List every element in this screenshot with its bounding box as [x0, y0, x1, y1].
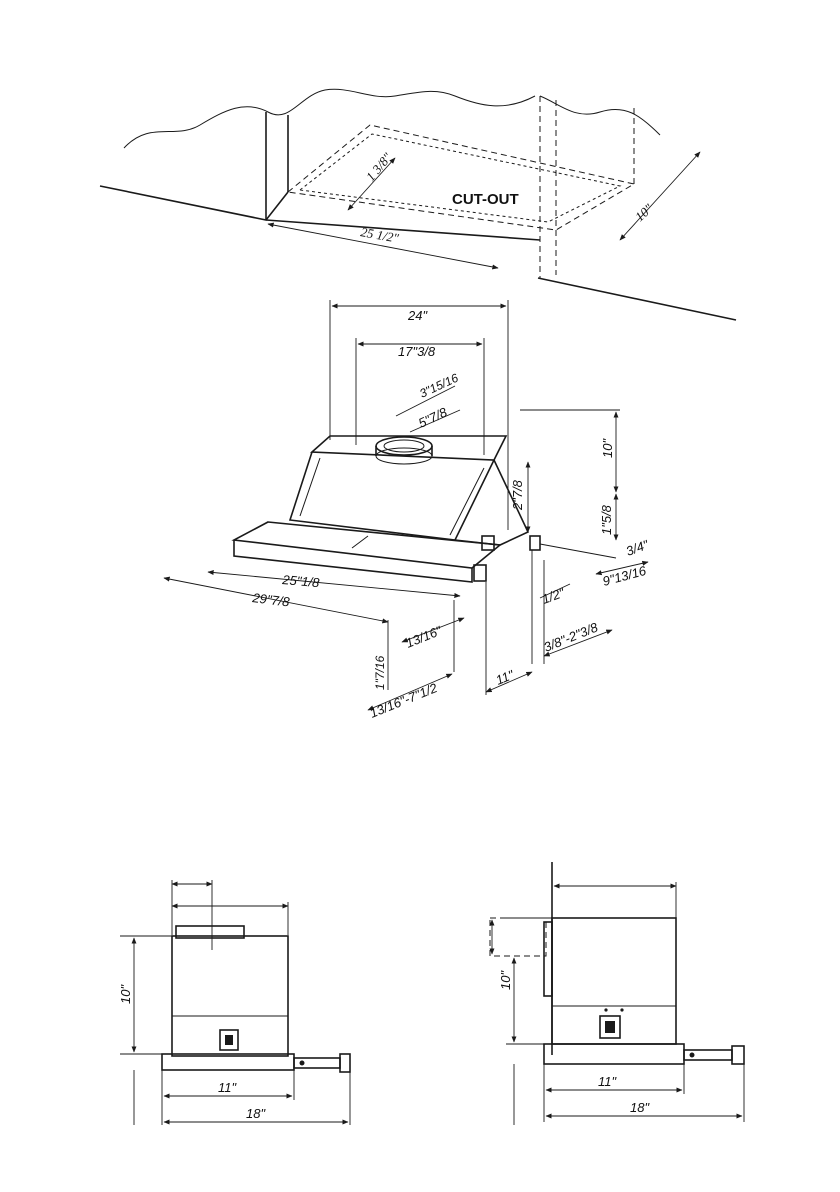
tray-divider	[352, 536, 368, 548]
screw	[620, 1008, 623, 1011]
dim-total: 18"	[246, 1106, 266, 1121]
dim-front-lip: 1"7/16	[373, 655, 387, 690]
dim-edge: 13/16"	[404, 622, 445, 650]
hood-panel-line	[300, 458, 484, 535]
dim-depth-edge: 1 3/8"	[363, 149, 395, 183]
switch-knob	[225, 1035, 233, 1045]
rear-rail	[540, 544, 616, 558]
hood-view: 24" 17"3/8 3"15/16 5"7/8 10"	[164, 300, 652, 721]
dim-height: 10"	[498, 970, 513, 990]
dim-total-width: 29"7/8	[251, 590, 291, 610]
cabinet-break-line	[124, 89, 535, 148]
dim-inner-width: 17"3/8	[398, 344, 436, 359]
cutout-inner-outline	[300, 134, 620, 222]
dim-side: 9"13/16	[601, 563, 648, 589]
dim-depth: 11"	[598, 1074, 617, 1089]
tray-end-cap	[340, 1054, 350, 1072]
mount-bracket	[544, 922, 552, 996]
dim-height: 10"	[600, 438, 615, 458]
dim-collar-offset: 3"15/16	[417, 371, 460, 401]
side-view: 10" 11" 18"	[490, 862, 744, 1125]
screw	[604, 1008, 607, 1011]
dim-range: 3/8"-2"3/8	[542, 619, 601, 655]
cabinet-bottom-line	[100, 186, 288, 220]
dim-top-width: 24"	[407, 308, 428, 323]
cutout-label: CUT-OUT	[452, 191, 519, 208]
dim-height: 10"	[118, 984, 133, 1004]
dim-body-height: 2"7/8	[510, 479, 525, 511]
rear-bracket	[530, 536, 540, 550]
cabinet-break-line-right	[540, 96, 660, 135]
front-view: 10" 11" 18"	[118, 880, 350, 1125]
tray-end-cap	[732, 1046, 744, 1064]
dim-depth: 11"	[218, 1080, 237, 1095]
right-ground-line	[538, 278, 736, 320]
dim-line-tray-width	[208, 572, 460, 596]
cutout-outline	[288, 125, 634, 230]
tray-front	[234, 540, 472, 582]
dim-back-gap: 3/4"	[624, 536, 652, 558]
screw-hole	[690, 1053, 695, 1058]
dim-depth: 11"	[494, 667, 518, 688]
screw-hole	[300, 1061, 305, 1066]
cutout-view: CUT-OUT 1 3/8" 25 1/2" 10"	[100, 89, 736, 320]
duct-collar-inner	[384, 440, 424, 452]
tray-body	[544, 1044, 684, 1064]
partition-line	[540, 96, 556, 278]
dim-collar-dia: 5"7/8	[416, 404, 450, 431]
cabinet-left-wall	[266, 112, 288, 220]
dim-total: 18"	[630, 1100, 650, 1115]
duct-outline	[490, 918, 546, 956]
switch-knob	[605, 1021, 615, 1033]
dim-line-depth	[620, 152, 700, 240]
cabinet-floor-edge	[266, 220, 540, 240]
dim-tray-width: 25"1/8	[281, 572, 321, 590]
dim-front-height: 1"5/8	[599, 504, 614, 535]
tray-end-cap	[474, 565, 486, 581]
